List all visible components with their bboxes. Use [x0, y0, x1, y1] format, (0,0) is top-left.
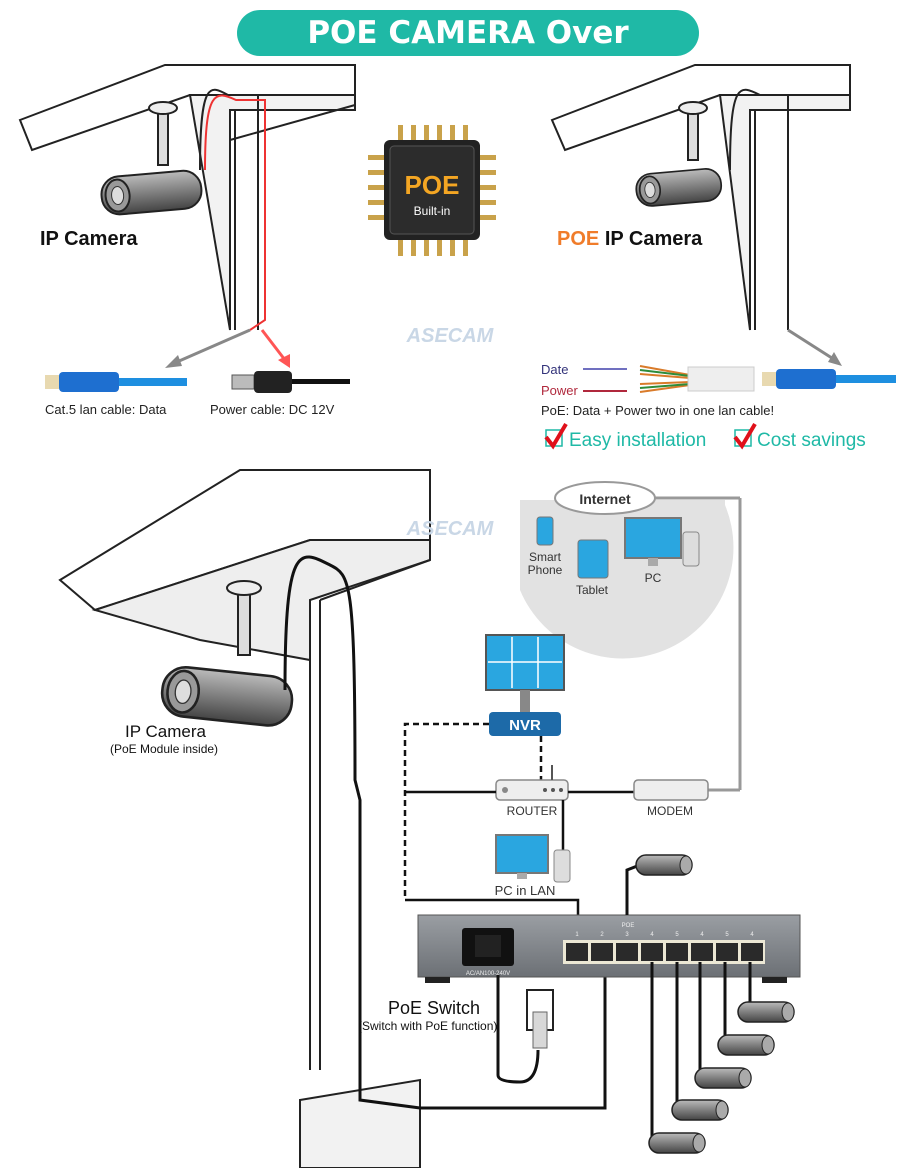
tablet-icon [577, 539, 609, 579]
camera-cable [283, 555, 607, 1110]
svg-text:3: 3 [625, 932, 629, 938]
svg-text:POE: POE [622, 923, 635, 929]
internet-cloud-icon: Internet [554, 481, 656, 515]
switch-label: PoE Switch [388, 998, 480, 1018]
poe-caption: PoE: Data + Power two in one lan cable! [541, 403, 774, 418]
smartphone-icon [536, 516, 554, 546]
benefit-easy-installation: Easy installation [544, 422, 706, 451]
svg-text:POE IP Camera: POE IP Camera [557, 228, 703, 250]
check-icon [544, 422, 568, 450]
poe-camera-icon [634, 166, 724, 209]
watermark: ASECAM [406, 325, 495, 347]
small-camera-icon [694, 1067, 752, 1089]
poe-chip-icon: POE Built-in [368, 125, 496, 256]
lan-wire-bundle-icon [639, 365, 896, 393]
poe-switch-icon: AC/AN100-240V POE 1 2 3 4 5 4 5 4 [417, 914, 801, 983]
small-camera-icon [717, 1034, 775, 1056]
svg-text:4: 4 [750, 932, 754, 938]
nvr-monitor-icon [485, 634, 565, 712]
modem-icon [633, 779, 709, 801]
svg-text:Internet: Internet [579, 491, 631, 507]
poe-prefix: POE [557, 228, 599, 250]
svg-text:Phone: Phone [528, 563, 563, 577]
check-icon [733, 422, 757, 450]
svg-text:1: 1 [575, 932, 579, 938]
power-cable-label: Power cable: DC 12V [210, 402, 335, 417]
small-camera-icon [635, 854, 693, 876]
lan-cable-icon [45, 372, 187, 392]
svg-text:PC: PC [645, 571, 662, 585]
ip-camera-icon [158, 663, 296, 730]
ip-camera-label: IP Camera [40, 228, 138, 250]
router-label: ROUTER [507, 804, 558, 818]
router-icon [495, 779, 569, 801]
nvr-label: NVR [509, 717, 541, 734]
svg-text:2: 2 [600, 932, 604, 938]
svg-text:5: 5 [725, 932, 729, 938]
top-right-panel: POE IP Camera Date Power PoE: Data + Pow… [541, 64, 896, 451]
pc-lan-label: PC in LAN [495, 883, 556, 898]
small-camera-icon [671, 1099, 729, 1121]
watermark: ASECAM [406, 518, 495, 540]
chip-label: POE [405, 170, 460, 200]
ip-camera-icon [99, 168, 204, 217]
network-diagram: IP Camera (PoE Module inside) Internet S… [58, 469, 801, 1168]
top-left-panel: IP Camera Cat.5 lan cable: Data Power ca… [18, 64, 356, 417]
power-cable-line [204, 94, 266, 331]
power-cable-icon [231, 371, 350, 393]
svg-text:Cost savings: Cost savings [757, 430, 866, 451]
pc-in-lan-icon [495, 834, 571, 883]
date-label: Date [541, 362, 568, 377]
svg-text:AC/AN100-240V: AC/AN100-240V [466, 971, 510, 977]
svg-text:4: 4 [650, 932, 654, 938]
svg-text:Easy installation: Easy installation [569, 430, 706, 451]
svg-text:Smart: Smart [529, 550, 562, 564]
svg-text:5: 5 [675, 932, 679, 938]
camera-sublabel: (PoE Module inside) [110, 742, 218, 756]
small-camera-icon [737, 1001, 795, 1023]
small-camera-icon [648, 1132, 706, 1154]
poe-camera-label: IP Camera [605, 228, 703, 250]
pc-icon [624, 517, 700, 567]
nvr-box [489, 712, 561, 736]
switch-sublabel: (Switch with PoE function) [358, 1019, 497, 1033]
power-label: Power [541, 383, 579, 398]
modem-label: MODEM [647, 804, 693, 818]
data-cable-label: Cat.5 lan cable: Data [45, 402, 167, 417]
camera-label: IP Camera [125, 722, 206, 741]
svg-text:Tablet: Tablet [576, 583, 609, 597]
benefit-cost-savings: Cost savings [733, 422, 866, 451]
page-title: POE CAMERA Over Ethernet [237, 10, 699, 97]
svg-text:4: 4 [700, 932, 704, 938]
chip-sublabel: Built-in [414, 204, 451, 218]
